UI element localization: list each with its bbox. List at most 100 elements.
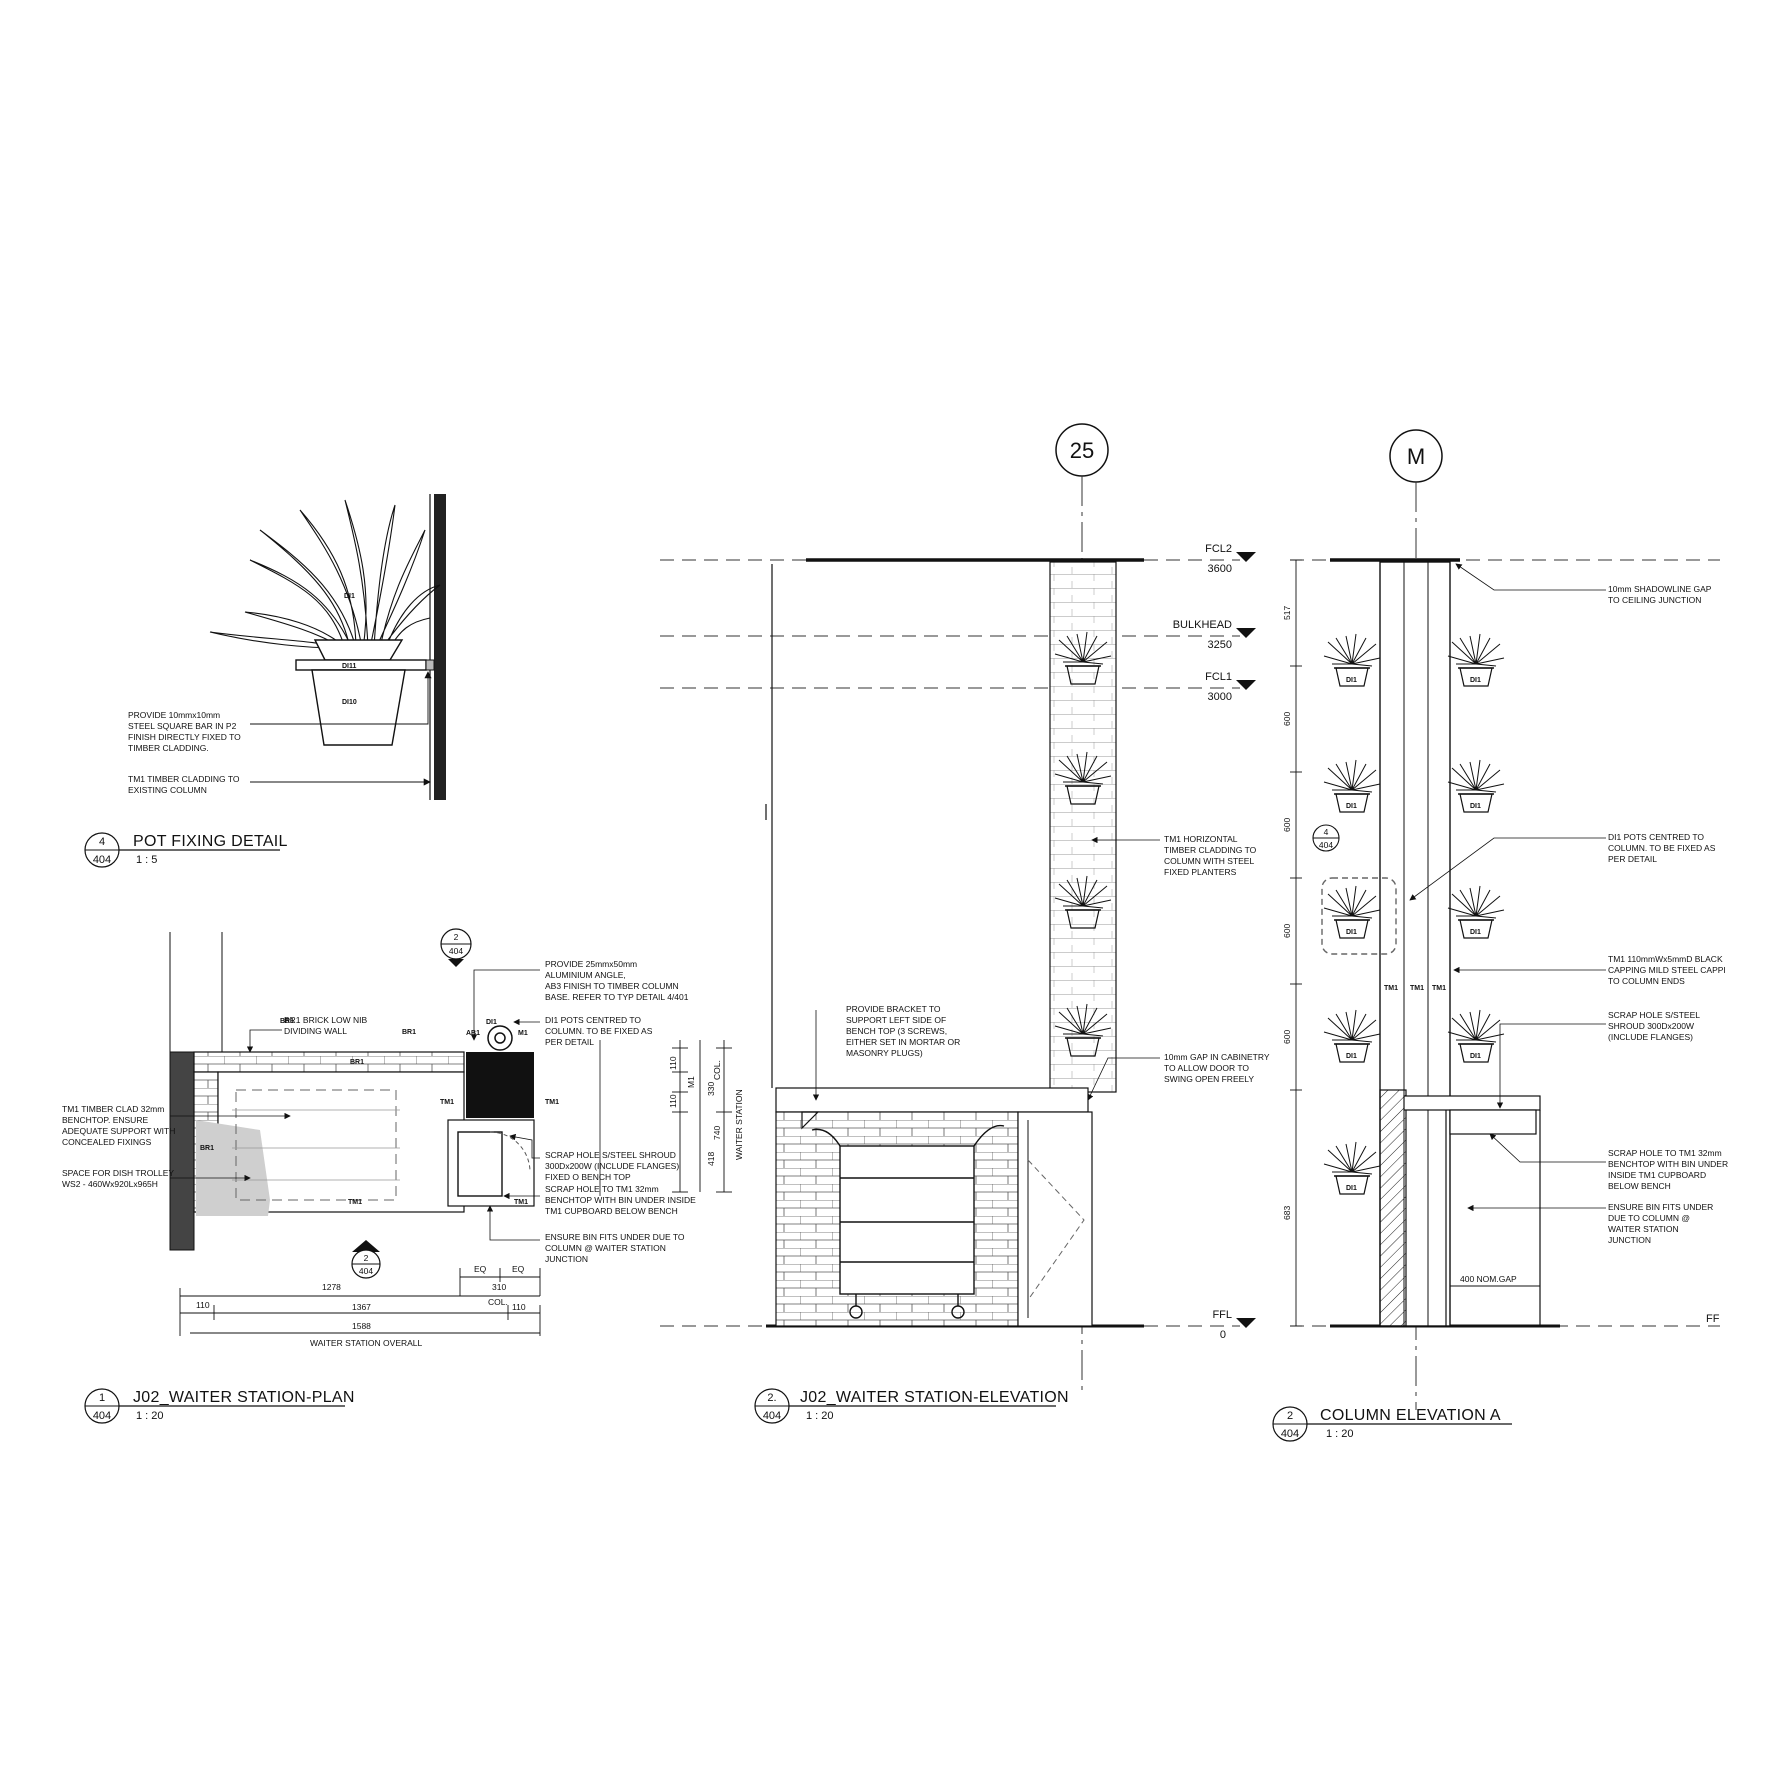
note-scrap-shroud: SCRAP HOLE S/STEEL SHROUD 300Dx200W (INC… [545,1150,682,1182]
note-steel-bar: PROVIDE 10mmx10mm STEEL SQUARE BAR IN P2… [128,710,243,753]
note-timber-clad-bench: TM1 TIMBER CLAD 32mm BENCHTOP. ENSURE AD… [62,1104,178,1147]
svg-text:2.: 2. [767,1392,776,1404]
detail-title: J02_WAITER STATION-PLAN [133,1389,355,1406]
level-ffl-fragment: FF [1706,1313,1720,1325]
dim-waiter-station: WAITER STATION [734,1089,744,1160]
tag-br1-left: BR1 [200,1145,214,1152]
svg-text:2: 2 [364,1253,369,1263]
pot-ring [295,659,427,671]
svg-text:DI1: DI1 [1470,929,1481,936]
svg-text:1: 1 [99,1392,105,1404]
plant-icon [487,1025,513,1051]
detail-scale: 1 : 5 [136,854,157,866]
clad-column [1049,561,1117,1093]
dim-col: COL. [488,1297,508,1307]
svg-text:2: 2 [1287,1410,1293,1422]
note-column-scrap-bench: SCRAP HOLE TO TM1 32mm BENCHTOP WITH BIN… [1608,1148,1731,1191]
elevation-benchtop [775,1087,1089,1113]
dim-740: 740 [712,1126,722,1140]
existing-column-wall [434,494,446,800]
note-bracket: PROVIDE BRACKET TO SUPPORT LEFT SIDE OF … [846,1004,963,1058]
note-pots-centred: DI1 POTS CENTRED TO COLUMN. TO BE FIXED … [545,1015,655,1047]
dish-trolley [811,1124,1005,1319]
lower-pot [311,669,406,746]
gap-label: 400 NOM.GAP [1460,1274,1517,1284]
level-ffl: FFL [1212,1309,1232,1321]
dim-600b: 600 [1282,818,1292,832]
clad-tags: TM1 TM1 TM1 [1384,985,1446,992]
detail-scale: 1 : 20 [136,1410,164,1422]
detail-title: COLUMN ELEVATION A [1320,1407,1501,1424]
section-marker-top: 2 404 [440,928,472,967]
plan-dimensions [179,1268,541,1336]
section-marker-bottom: 2 404 [351,1240,381,1279]
svg-text:DI1: DI1 [1346,677,1357,684]
grid-label-25: 25 [1070,438,1094,463]
svg-text:404: 404 [449,946,463,956]
dim-m1: M1 [686,1076,696,1088]
svg-text:TM1: TM1 [1432,985,1446,992]
svg-text:2: 2 [454,932,459,942]
dim-310: 310 [492,1282,506,1292]
tag-m1: M1 [518,1030,528,1037]
note-column-pots: DI1 POTS CENTRED TO COLUMN. TO BE FIXED … [1608,832,1718,864]
level-0: 0 [1220,1329,1226,1341]
title-waiter-station-elevation: 2. 404 J02_WAITER STATION-ELEVATION 1 : … [754,1388,1069,1424]
level-fcl1: FCL1 [1205,671,1232,683]
detail-number: 4 [99,836,105,848]
tag-ab1: AB1 [466,1030,480,1037]
note-shadowline: 10mm SHADOWLINE GAP TO CEILING JUNCTION [1608,584,1714,605]
svg-text:DI1: DI1 [1346,1185,1357,1192]
tag-br1-top: BR1 [402,1029,416,1036]
level-3250: 3250 [1208,639,1232,651]
tag-tm1-bench: TM1 [348,1199,362,1206]
detail-title: POT FIXING DETAIL [133,833,288,850]
dim-overall: WAITER STATION OVERALL [310,1338,423,1348]
svg-text:TM1: TM1 [1384,985,1398,992]
svg-text:404: 404 [763,1410,781,1422]
svg-text:404: 404 [1281,1428,1299,1440]
tag-plant: DI1 [344,593,355,600]
dim-600a: 600 [1282,712,1292,726]
tag-tm1-cupboard: TM1 [514,1199,528,1206]
svg-text:DI1: DI1 [1346,929,1357,936]
level-3000: 3000 [1208,691,1232,703]
dish-trolley-space [196,1120,270,1216]
level-markers [1236,552,1256,1328]
tag-br1-mid: BR1 [350,1059,364,1066]
note-10mm-gap: 10mm GAP IN CABINETRY TO ALLOW DOOR TO S… [1164,1052,1272,1084]
svg-text:404: 404 [1319,840,1333,850]
svg-text:TM1: TM1 [1410,985,1424,992]
dividing-wall [169,1051,195,1251]
detail-scale: 1 : 20 [806,1410,834,1422]
svg-text:DI1: DI1 [1470,1053,1481,1060]
detail-scale: 1 : 20 [1326,1428,1354,1440]
pot-tags: DI1 DI1 DI1 DI1 DI1 DI1 DI1 DI1 DI1 [1346,677,1481,1192]
tag-tm1-col: TM1 [440,1099,454,1106]
svg-text:DI1: DI1 [1470,803,1481,810]
note-aluminium-angle: PROVIDE 25mmx50mm ALUMINIUM ANGLE, AB3 F… [545,959,689,1002]
plant-icon [209,499,441,649]
note-capping: TM1 110mmWx5mmD BLACK CAPPING MILD STEEL… [1608,954,1728,986]
grid-label-m: M [1407,444,1425,469]
dim-110b: 110 [512,1302,526,1312]
note-horizontal-cladding: TM1 HORIZONTAL TIMBER CLADDING TO COLUMN… [1164,834,1259,877]
dim-1278: 1278 [322,1282,341,1292]
note-scrap-benchtop: SCRAP HOLE TO TM1 32mm BENCHTOP WITH BIN… [545,1184,698,1216]
dim-110b: 110 [668,1094,678,1108]
level-3600: 3600 [1208,563,1232,575]
title-waiter-station-plan: 1 404 J02_WAITER STATION-PLAN 1 : 20 [84,1388,355,1424]
waiter-station-elevation: 25 [660,423,1272,1424]
dim-330: 330 [706,1082,716,1096]
timber-column [466,1052,534,1118]
title-column-elevation-a: 2 404 COLUMN ELEVATION A 1 : 20 [1272,1406,1512,1442]
note-brick-nib: BR1 BRICK LOW NIB DIVIDING WALL [284,1015,370,1036]
brick-nib-top [193,1051,465,1073]
elevation-cupboard [1017,1111,1093,1327]
svg-text:DI1: DI1 [1470,677,1481,684]
detail-title: J02_WAITER STATION-ELEVATION [800,1389,1069,1406]
dim-600c: 600 [1282,924,1292,938]
title-pot-fixing-detail: 4 404 POT FIXING DETAIL 1 : 5 [84,832,288,868]
dim-110a: 110 [668,1056,678,1070]
